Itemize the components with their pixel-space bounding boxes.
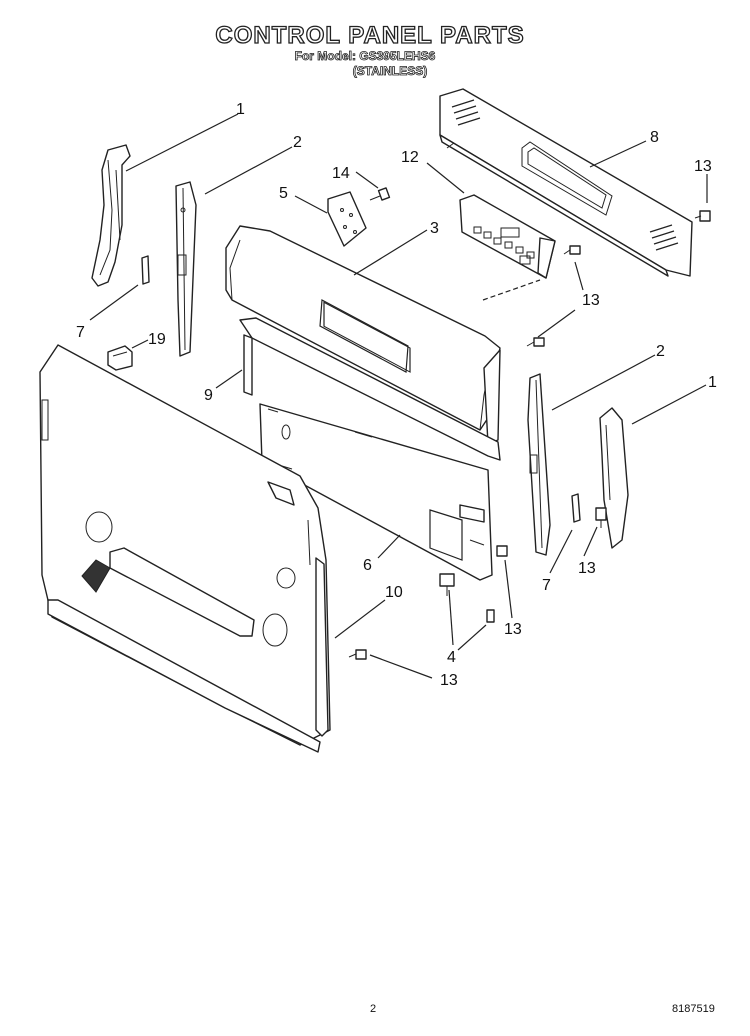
part-2-right-bracket <box>527 373 551 556</box>
callout-1-right: 1 <box>708 374 717 391</box>
part-7-clip-right <box>571 493 581 523</box>
callout-1-left: 1 <box>236 101 245 118</box>
callout-10: 10 <box>385 584 403 601</box>
callout-2-left: 2 <box>293 134 302 151</box>
part-3-console <box>225 225 501 445</box>
part-13-screw-right-cap <box>595 507 607 528</box>
callout-13-control: 13 <box>582 292 600 309</box>
callout-13-top-right: 13 <box>694 158 712 175</box>
model-line: For Model: GS395LEHS6 <box>294 49 436 64</box>
callout-6: 6 <box>363 557 372 574</box>
callout-3: 3 <box>430 220 439 237</box>
part-2-left-bracket <box>175 181 197 357</box>
callout-13-bottom: 13 <box>440 672 458 689</box>
part-5-bracket <box>327 191 367 247</box>
finish-line: (STAINLESS) <box>352 64 428 79</box>
part-6-panel <box>259 403 493 581</box>
part-7-clip-left <box>141 255 150 285</box>
part-12-electronic-control <box>459 194 556 279</box>
part-19-block <box>107 345 133 371</box>
part-4-hinge <box>439 573 495 623</box>
callout-7-left: 7 <box>76 324 85 341</box>
callout-5: 5 <box>279 185 288 202</box>
diagram-header: CONTROL PANEL PARTS For Model: GS395LEHS… <box>0 0 750 90</box>
page-title: CONTROL PANEL PARTS <box>215 21 525 49</box>
callout-12: 12 <box>401 149 419 166</box>
callout-13-right: 13 <box>578 560 596 577</box>
callout-8: 8 <box>650 129 659 146</box>
main-front-panel <box>39 344 331 753</box>
leader-lines <box>89 113 708 679</box>
callout-19: 19 <box>148 331 166 348</box>
callout-4: 4 <box>447 649 456 666</box>
part-8-rear-panel <box>439 88 693 277</box>
callout-2-right: 2 <box>656 343 665 360</box>
callout-13-lower: 13 <box>504 621 522 638</box>
page-number: 2 <box>370 1003 377 1015</box>
callout-14: 14 <box>332 165 350 182</box>
callout-7-right: 7 <box>542 577 551 594</box>
document-number: 8187519 <box>672 1003 715 1015</box>
callout-9: 9 <box>204 387 213 404</box>
part-1-left-end-cap <box>91 144 131 287</box>
part-14-screw <box>369 187 391 201</box>
part-10-side-bracket <box>315 557 329 737</box>
part-13-screws <box>348 210 711 660</box>
part-1-right-end-cap <box>599 407 629 549</box>
part-9-trim <box>239 317 501 461</box>
